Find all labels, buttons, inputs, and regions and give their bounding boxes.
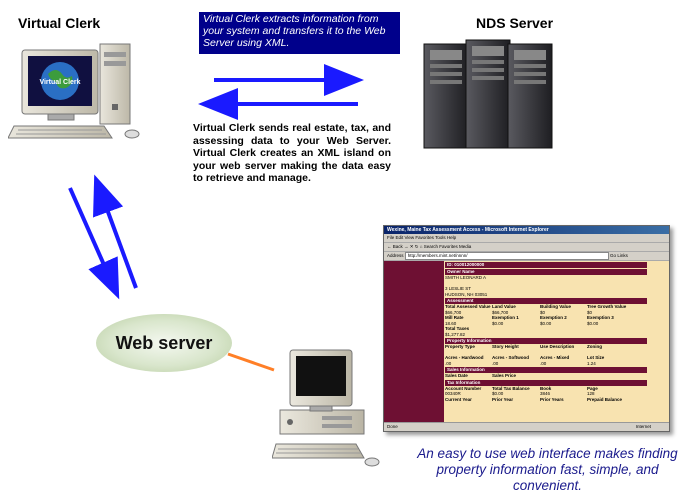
prop-col: Use Description: [540, 344, 575, 349]
page-sidebar: [384, 261, 444, 423]
status-text: Done: [387, 424, 398, 429]
page-body: ID: 010012000000 Owner Name SMITH LEONAR…: [444, 261, 669, 423]
connector-line: [227, 352, 275, 372]
assess-val: $66,700: [492, 309, 509, 315]
assess-val: $0: [587, 309, 593, 315]
mill-val: $0.00: [492, 320, 504, 326]
assess-col: Total Assessed Value: [445, 304, 491, 309]
browser-menu-bar: File Edit View Favorites Tools Help: [384, 234, 669, 243]
mill-col: Exemption 3: [587, 315, 614, 320]
status-zone: Internet: [635, 424, 651, 429]
id-line: ID: 010012000000: [445, 262, 647, 268]
links-label: Links: [617, 253, 628, 259]
monitor-screen-text: Virtual Clerk: [39, 79, 80, 86]
year-col: Prior Years: [540, 396, 564, 402]
sales-col: Sales Date: [445, 373, 468, 378]
web-server-node: Web server: [96, 314, 232, 372]
tax-val: 3846: [540, 391, 551, 396]
client-computer-icon: [272, 349, 380, 467]
property-header: Property Information: [445, 338, 647, 344]
year-col: Current Year: [445, 396, 472, 402]
tax-col: Total Tax Balance: [492, 385, 530, 391]
year-col: Prepaid Balance: [587, 396, 623, 402]
browser-window: Wexine, Maine Tax Assessment Access - Mi…: [383, 225, 670, 432]
owner-address2: HUDSON, NH 03051: [445, 291, 488, 297]
prop-col: Story Height: [492, 344, 519, 349]
acres-val: .00: [540, 360, 547, 366]
year-col: Prior Year: [492, 396, 514, 402]
owner-address1: 3 LESLIE ST: [445, 286, 472, 291]
assess-val: $66,700: [445, 309, 462, 315]
arrow-to-webserver: [68, 187, 120, 300]
tax-col: Page: [587, 385, 598, 391]
acres-val: .00: [492, 360, 499, 366]
acres-val: .00: [445, 360, 452, 366]
assess-col: Building Value: [540, 304, 572, 309]
web-server-label: Web server: [115, 332, 213, 353]
owner-name: SMITH LEONARD A: [445, 275, 487, 280]
tax-col: Account Number: [445, 385, 482, 391]
mill-col: Exemption 2: [540, 315, 567, 320]
sales-header: Sales Information: [445, 367, 647, 373]
mill-val: $0.00: [587, 320, 599, 326]
prop-col: Property Type: [445, 344, 475, 349]
go-button: Go: [610, 253, 617, 259]
arrow-from-webserver: [93, 174, 138, 289]
virtual-clerk-label: Virtual Clerk: [18, 15, 101, 31]
bottom-caption: An easy to use web interface makes findi…: [417, 446, 678, 493]
tax-col: Book: [540, 385, 552, 391]
assessment-header: Assessment: [445, 298, 647, 304]
browser-title-bar: Wexine, Maine Tax Assessment Access - Mi…: [384, 226, 669, 234]
description-text: Virtual Clerk sends real estate, tax, an…: [193, 122, 391, 184]
assess-val: $0: [540, 309, 546, 315]
mill-col: Mill Rate: [445, 315, 464, 320]
prop-col: Zoning: [587, 344, 602, 349]
assess-col: Tree Growth Value: [587, 304, 627, 309]
nds-server-label: NDS Server: [476, 15, 554, 31]
total-taxes-value: $1,277.82: [445, 331, 466, 337]
address-label: Address: [387, 253, 404, 259]
browser-content: ID: 010012000000 Owner Name SMITH LEONAR…: [384, 261, 669, 423]
mill-val: $0.00: [540, 320, 552, 326]
browser-address-bar: Address http://members.mint.net/nnnn/ Go…: [384, 252, 669, 261]
browser-status-bar: Done Internet: [384, 422, 669, 431]
acres-col: Acres - Softwood: [492, 355, 530, 360]
acres-col: Lot Size: [587, 355, 605, 360]
nds-server-icon: [423, 39, 553, 149]
tax-val: 00340R: [445, 391, 461, 396]
acres-col: Acres - Mixed: [540, 355, 570, 360]
tax-val: 128: [587, 391, 595, 396]
total-taxes-label: Total Taxes: [445, 326, 470, 331]
tax-header: Tax Information: [445, 379, 647, 386]
sales-col: Sales Price: [492, 373, 517, 378]
virtual-clerk-computer-icon: Virtual Clerk: [8, 43, 140, 139]
assess-col: Land Value: [492, 304, 516, 309]
tax-val: $0.00: [492, 391, 504, 396]
acres-col: Acres - Hardwood: [445, 355, 484, 360]
acres-val: 1.24: [587, 360, 596, 366]
mill-val: 18.60: [445, 320, 457, 326]
owner-header: Owner Name: [445, 269, 647, 275]
caption-box: Virtual Clerk extracts information from …: [199, 12, 400, 54]
mill-col: Exemption 1: [492, 315, 519, 320]
address-field: http://members.mint.net/nnnn/: [404, 252, 609, 260]
browser-toolbar: ← Back → ✕ ↻ ⌂ Search Favorites Media: [384, 243, 669, 252]
